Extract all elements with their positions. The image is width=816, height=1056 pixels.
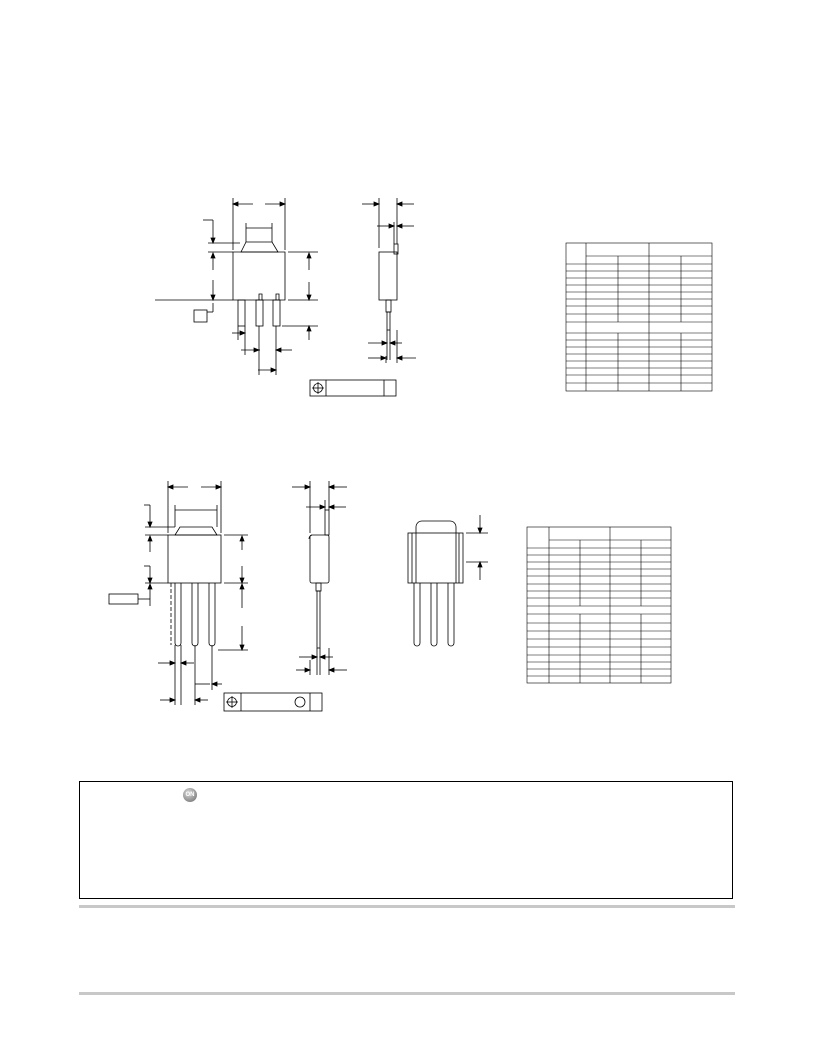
package-2-datum-box [108,593,139,605]
package-2-back-view [407,515,488,647]
package-1-lead-right [272,299,281,327]
package-2-back-lead-center [430,583,438,647]
package-1-datum-box [193,309,208,323]
package-1-side-view [362,198,416,363]
on-semiconductor-logo: ON [183,788,197,802]
package-2-lead-right [208,583,216,647]
package-1-tolerance-frame [309,379,397,397]
package-2-side-view [292,481,347,675]
footer-info-box [79,781,733,899]
package-1-dimension-table [565,242,713,392]
package-2-back-body [407,532,464,584]
package-1-side-body [378,251,398,301]
package-2-side-body [309,534,330,584]
package-1-tab [240,241,279,253]
package-1-lead-left [237,299,246,327]
package-1-body [232,251,286,301]
package-2-lead-center [191,583,199,647]
package-2-tab [174,526,218,536]
footer-divider-bottom [79,992,735,995]
package-2-dimension-table [526,526,672,684]
package-2-front-view [108,481,323,712]
package-1-front-view [155,198,397,397]
package-1-lead-center [255,299,264,327]
package-2-lead-left [174,583,182,647]
package-2-back-lead-left [413,583,421,647]
package-2-tolerance-frame [223,692,323,712]
footer-divider-top [79,905,735,908]
package-2-back-tab [415,520,457,583]
package-2-back-lead-right [447,583,455,647]
circle-icon [294,696,306,708]
package-2-body [167,534,222,584]
